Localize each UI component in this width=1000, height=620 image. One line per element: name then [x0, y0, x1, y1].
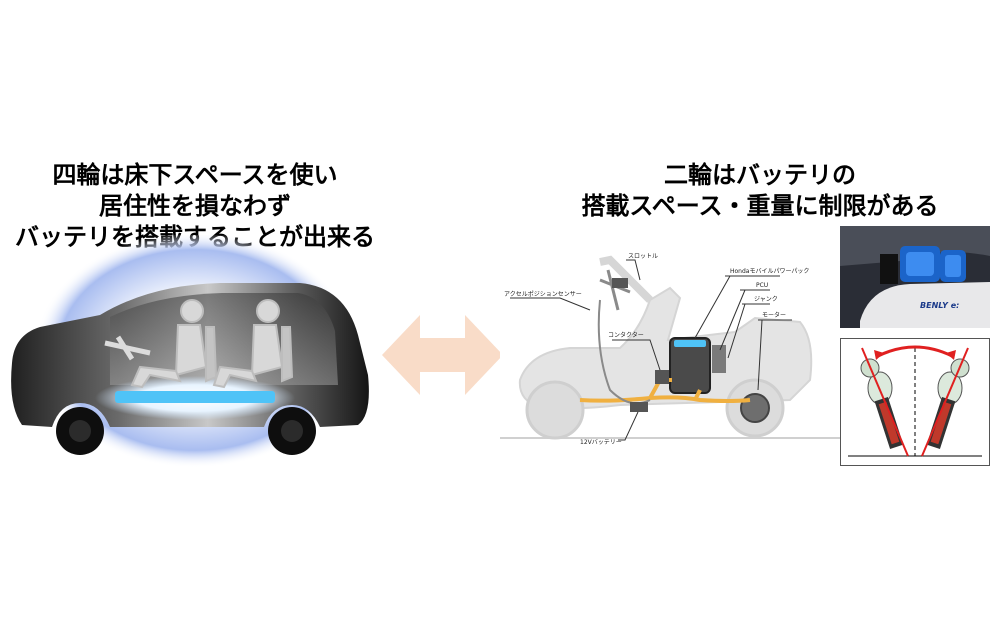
label-motor: モーター: [762, 311, 786, 319]
double-arrow: [380, 310, 505, 400]
scooter-svg: スロットル アクセルポジションセンサー Hondaモバイルパワーパック PCU …: [500, 240, 840, 460]
rear-passenger: [212, 299, 294, 389]
car-svg: [11, 232, 369, 468]
leaning-riders-image: [839, 337, 991, 467]
pcu-unit: [712, 345, 726, 373]
motor-hub: [740, 393, 770, 423]
left-caption-line-2: 居住性を損なわず: [99, 192, 291, 220]
left-caption: 四輪は床下スペースを使い 居住性を損なわず バッテリを搭載することが出来る: [10, 160, 380, 253]
contactor: [655, 370, 669, 384]
leaning-riders-photo: [839, 337, 991, 467]
under-seat-battery-image: BENLY e:: [840, 226, 990, 328]
right-lean-line: [921, 347, 969, 457]
label-battery-pack: Hondaモバイルパワーパック: [730, 268, 809, 275]
floor-battery: [115, 391, 275, 403]
battery-pack: [669, 337, 711, 394]
label-throttle: スロットル: [628, 253, 658, 260]
label-12v-battery: 12Vバッテリー: [580, 439, 622, 446]
label-pcu: PCU: [756, 282, 768, 289]
double-arrow-icon: [382, 315, 503, 395]
under-seat-battery-photo: BENLY e:: [840, 226, 990, 328]
front-passenger: [130, 299, 218, 389]
steering-wheel: [104, 335, 151, 361]
label-junction: ジャンク: [754, 296, 778, 303]
right-caption-line-1: 二輪はバッテリの: [664, 161, 856, 189]
battery-12v: [630, 402, 648, 412]
right-caption-line-2: 搭載スペース・重量に制限がある: [581, 192, 939, 220]
scooter-front-wheel: [525, 380, 585, 440]
left-lean-line: [861, 347, 909, 457]
scooter-diagram: スロットル アクセルポジションセンサー Hondaモバイルパワーパック PCU …: [500, 240, 840, 460]
label-contactor: コンタクター: [608, 331, 644, 339]
car-illustration: [0, 232, 380, 470]
left-caption-line-1: 四輪は床下スペースを使い: [52, 161, 338, 189]
right-caption: 二輪はバッテリの 搭載スペース・重量に制限がある: [560, 160, 960, 222]
svg-text:BENLY e:: BENLY e:: [920, 301, 959, 310]
label-accel-sensor: アクセルポジションセンサー: [504, 290, 582, 298]
lean-arc-arrow: [877, 345, 953, 358]
